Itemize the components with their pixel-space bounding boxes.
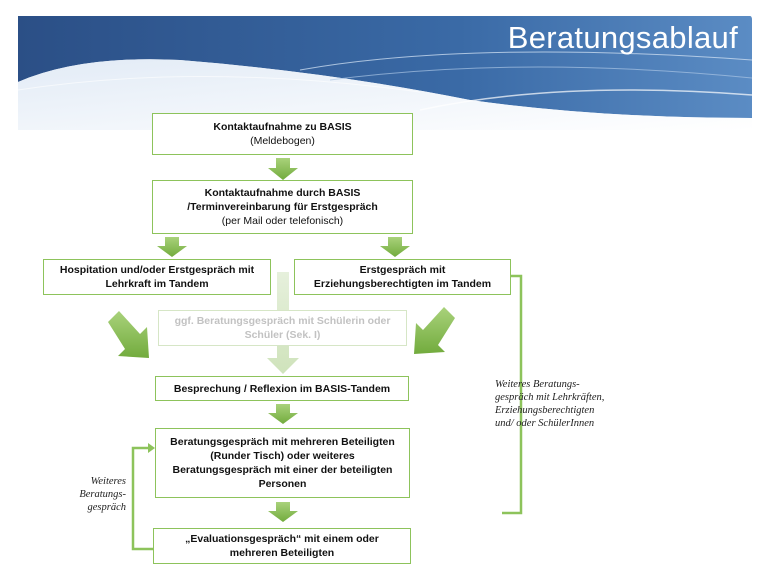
arrow-down-4 <box>268 502 298 522</box>
step-evaluation: „Evaluationsgespräch“ mit einem oder meh… <box>153 528 411 564</box>
step-hospitation: Hospitation und/oder Erstgespräch mit Le… <box>43 259 271 295</box>
slide-title: Beratungsablauf <box>507 20 738 55</box>
step-reflection-title: Besprechung / Reflexion im BASIS-Tandem <box>173 382 391 395</box>
step-contact-by-basis: Kontaktaufnahme durch BASIS /Terminverei… <box>152 180 413 234</box>
note-left: Weiteres Beratungs-gespräch <box>79 476 126 513</box>
feedback-arrowhead-left <box>148 443 155 453</box>
arrow-down-2b <box>380 237 410 257</box>
note-right: Weiteres Beratungs-gespräch mit Lehrkräf… <box>495 379 605 429</box>
arrow-down-1 <box>268 158 298 180</box>
title-banner <box>17 16 753 130</box>
step-contact-by-basis-title: Kontaktaufnahme durch BASIS /Terminverei… <box>187 187 378 213</box>
step-contact-to-basis-title: Kontaktaufnahme zu BASIS <box>213 121 352 133</box>
step-contact-to-basis-sub: (Meldebogen) <box>250 135 315 147</box>
feedback-line-left <box>131 446 153 551</box>
arrow-down-3 <box>268 404 298 424</box>
step-hospitation-title: Hospitation und/oder Erstgespräch mit Le… <box>59 264 255 290</box>
feedback-line-right <box>502 274 523 515</box>
arrow-diagonal-right <box>414 307 455 354</box>
step-round-table-title: Beratungsgespräch mit mehreren Beteiligt… <box>170 436 395 490</box>
arrow-diagonal-left <box>108 311 149 358</box>
step-round-table: Beratungsgespräch mit mehreren Beteiligt… <box>155 428 410 498</box>
arrow-down-2a <box>157 237 187 257</box>
step-evaluation-title: „Evaluationsgespräch“ mit einem oder meh… <box>185 533 379 559</box>
step-first-talk-parents-title: Erstgespräch mit Erziehungsberechtigten … <box>313 264 492 290</box>
step-contact-by-basis-sub: (per Mail oder telefonisch) <box>221 215 344 227</box>
step-optional-student-talk: ggf. Beratungsgespräch mit Schülerin ode… <box>158 310 407 346</box>
step-reflection: Besprechung / Reflexion im BASIS-Tandem <box>155 376 409 401</box>
step-optional-student-talk-title: ggf. Beratungsgespräch mit Schülerin ode… <box>174 315 391 341</box>
step-first-talk-parents: Erstgespräch mit Erziehungsberechtigten … <box>294 259 511 295</box>
step-contact-to-basis: Kontaktaufnahme zu BASIS (Meldebogen) <box>152 113 413 155</box>
